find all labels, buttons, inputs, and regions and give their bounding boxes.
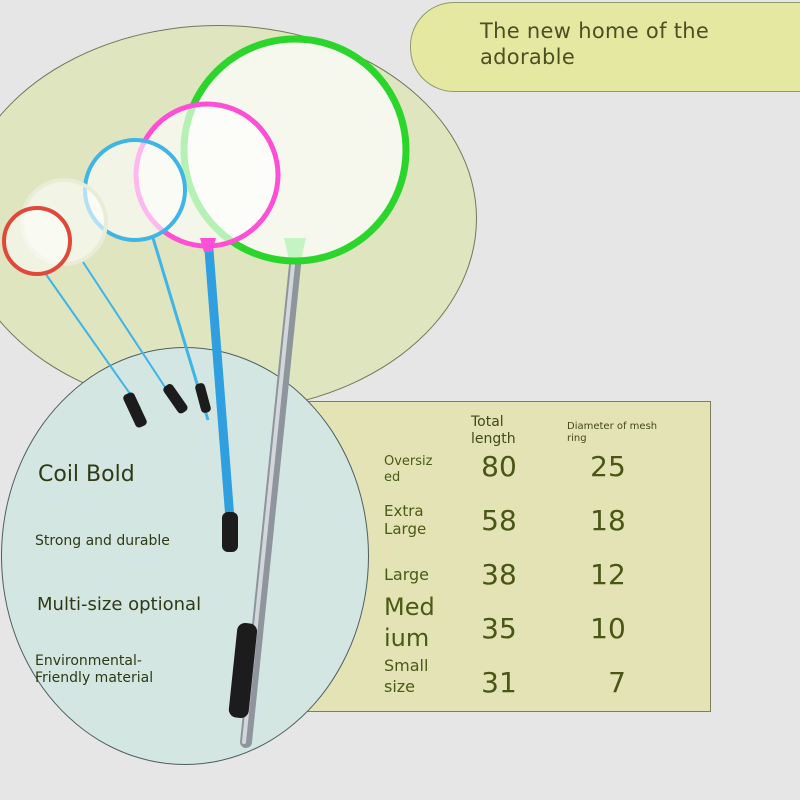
feature-multi-size: Multi-size optional xyxy=(37,594,202,615)
header-total-length: Total length xyxy=(471,414,516,447)
banner-title: The new home of the adorable xyxy=(480,19,710,69)
cell-total-extra-large: 58 xyxy=(481,504,517,537)
row-label-extra-large: Extra Large xyxy=(384,502,427,538)
feature-coil-bold: Coil Bold xyxy=(38,462,135,487)
title-banner xyxy=(410,2,800,92)
cell-diameter-oversized: 25 xyxy=(590,450,626,483)
row-label-medium: Med ium xyxy=(384,593,435,652)
red-net xyxy=(2,206,147,428)
cell-diameter-small: 7 xyxy=(608,666,626,699)
row-label-small: Small size xyxy=(384,656,429,696)
cell-diameter-medium: 10 xyxy=(590,612,626,645)
row-label-large: Large xyxy=(384,565,430,584)
cell-total-large: 38 xyxy=(481,558,517,591)
cell-diameter-extra-large: 18 xyxy=(590,504,626,537)
header-diameter: Diameter of mesh ring xyxy=(567,421,658,444)
cell-diameter-large: 12 xyxy=(590,558,626,591)
cell-total-medium: 35 xyxy=(481,612,517,645)
feature-strong-durable: Strong and durable xyxy=(35,533,170,549)
cell-total-small: 31 xyxy=(481,666,517,699)
row-label-oversized: Oversiz ed xyxy=(384,454,433,485)
features-circle xyxy=(1,347,369,765)
feature-eco-material: Environmental- Friendly material xyxy=(35,653,154,686)
cell-total-oversized: 80 xyxy=(481,450,517,483)
